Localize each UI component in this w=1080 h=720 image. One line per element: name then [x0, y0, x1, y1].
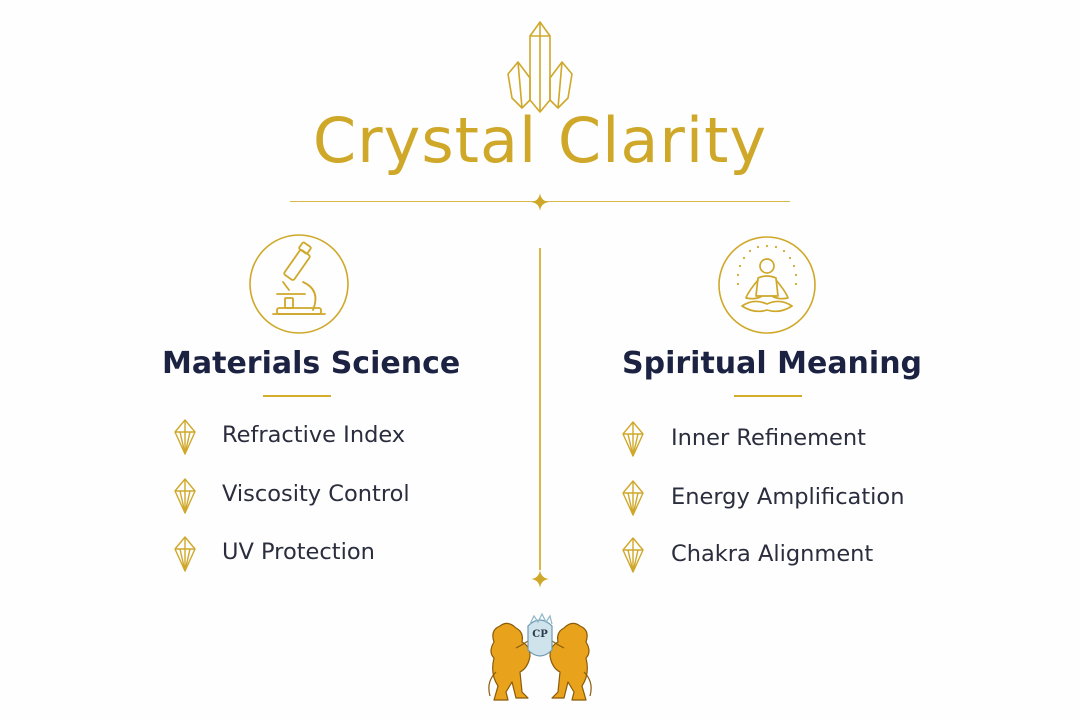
diamond-crystal-icon [622, 421, 644, 457]
diamond-crystal-icon [622, 480, 644, 516]
list-item-label: Chakra Alignment [671, 541, 874, 567]
logo-monogram: CP [532, 629, 548, 640]
spiritual-meaning-heading: Spiritual Meaning [622, 346, 923, 381]
page-title: Crystal Clarity [312, 104, 768, 177]
heading-underline [734, 395, 802, 397]
diamond-crystal-icon [622, 537, 644, 573]
center-divider [539, 248, 541, 570]
microscope-icon [249, 234, 349, 334]
crystal-cluster-icon [507, 21, 573, 113]
meditation-icon [718, 236, 816, 334]
sparkle-icon [531, 570, 549, 588]
list-item-label: Refractive Index [222, 422, 406, 448]
heading-underline [263, 395, 331, 397]
materials-science-heading: Materials Science [162, 346, 461, 381]
lion-crest-logo: CP [486, 612, 594, 704]
sparkle-icon [531, 193, 549, 211]
diamond-crystal-icon [174, 536, 196, 572]
diamond-crystal-icon [174, 419, 196, 455]
list-item-label: Inner Refinement [671, 425, 866, 451]
list-item-label: Energy Amplification [671, 484, 905, 510]
list-item-label: Viscosity Control [222, 481, 410, 507]
diamond-crystal-icon [174, 478, 196, 514]
list-item-label: UV Protection [222, 539, 375, 565]
